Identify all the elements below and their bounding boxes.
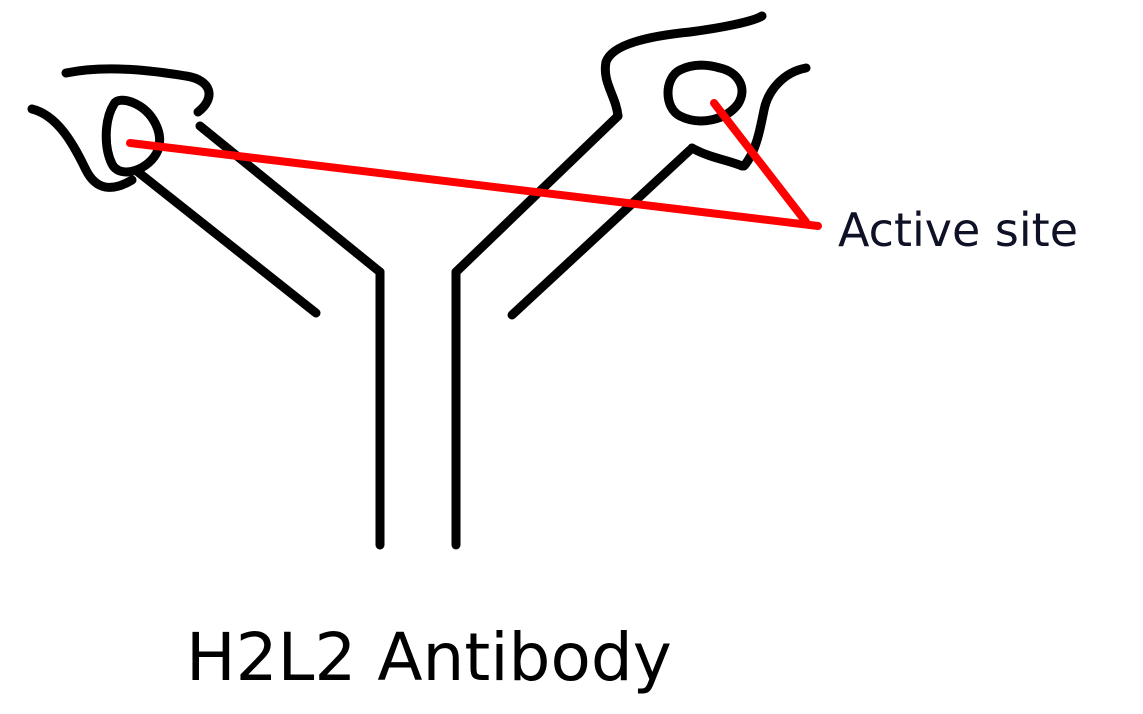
left-arm-inner-line bbox=[195, 121, 385, 277]
right-arm-outer-line bbox=[507, 145, 695, 320]
left-arm bbox=[27, 64, 385, 318]
left-arm-wave bbox=[27, 104, 137, 192]
right-arm bbox=[451, 11, 811, 320]
right-binding-loop bbox=[663, 60, 747, 126]
left-binding-loop bbox=[101, 95, 164, 177]
pointer-line-left bbox=[126, 139, 822, 230]
pointer-line-right bbox=[710, 99, 810, 226]
right-arm-tip-curve bbox=[600, 11, 767, 121]
antibody-stem bbox=[375, 267, 461, 550]
right-arm-hook bbox=[687, 143, 747, 171]
active-site-label: Active site bbox=[838, 203, 1078, 257]
diagram-title: H2L2 Antibody bbox=[186, 619, 672, 696]
active-site-pointers bbox=[126, 99, 822, 230]
left-arm-outer-line bbox=[133, 167, 321, 318]
left-arm-tip-curve bbox=[61, 64, 214, 117]
